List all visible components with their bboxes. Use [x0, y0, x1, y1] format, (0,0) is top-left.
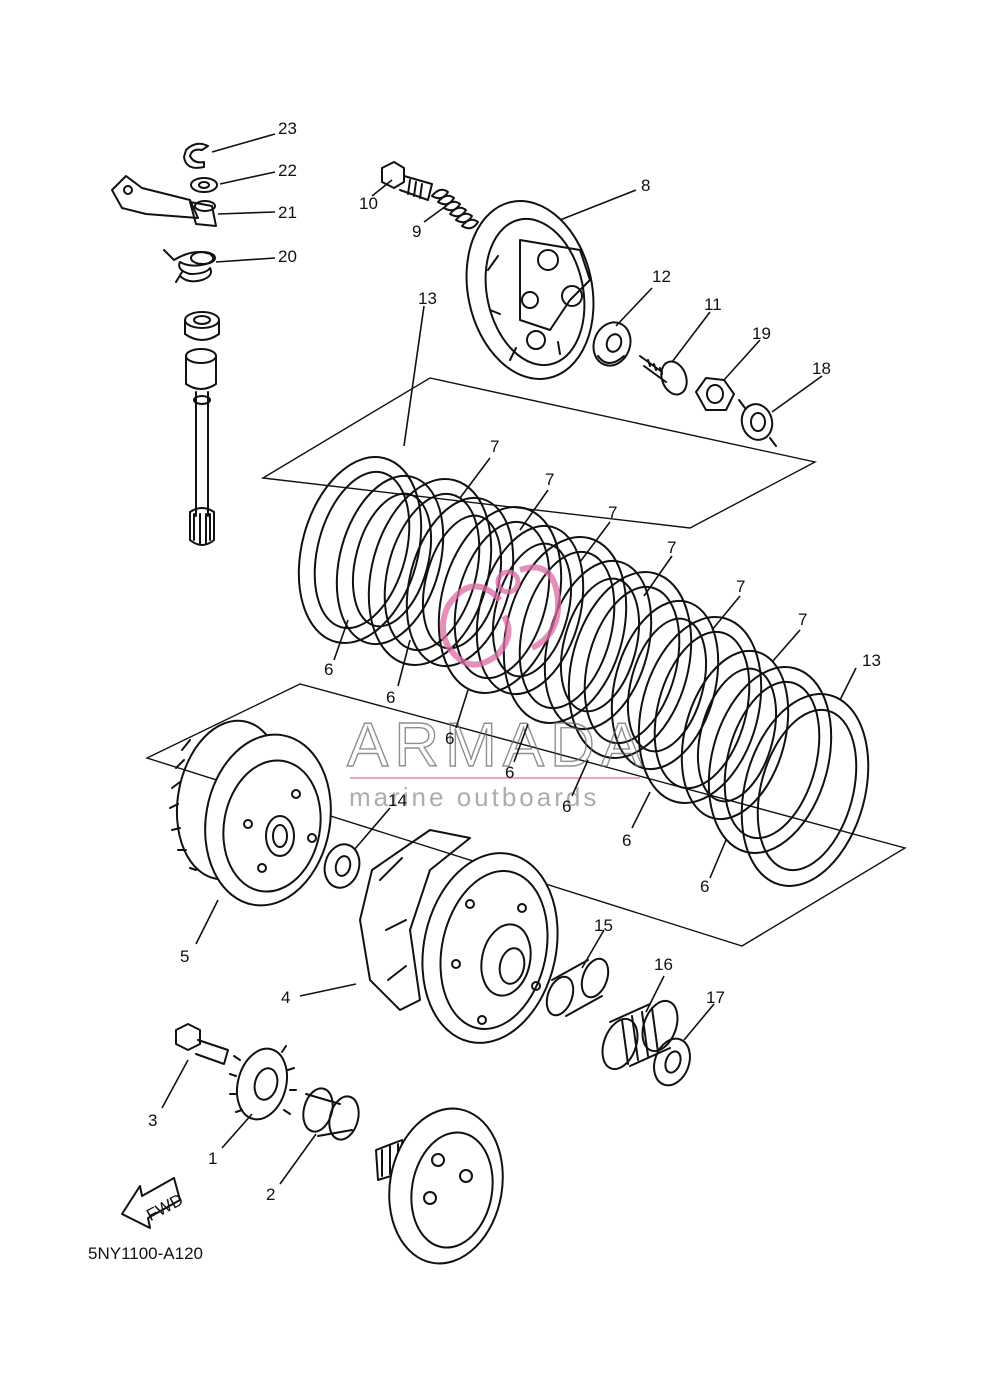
callout-16: 16	[654, 955, 673, 974]
friction-plate-7-e	[637, 616, 763, 804]
part-15-spacer	[545, 957, 610, 1017]
callouts: 23 22 21 20 10 9 8 12 11 19 18 13 13 7 7…	[148, 119, 881, 1204]
callout-22: 22	[278, 161, 297, 180]
diagram-code: 5NY1100-A120	[88, 1244, 203, 1263]
callout-13-top: 13	[418, 289, 437, 308]
part-2-collar	[302, 1087, 360, 1141]
part-17-thrust-washer	[653, 1037, 691, 1087]
part-19-nut	[695, 377, 735, 411]
steel-plate-6-b	[405, 496, 515, 668]
callout-1: 1	[208, 1149, 217, 1168]
callout-6-d: 6	[505, 763, 514, 782]
part-12-bearing	[592, 321, 632, 367]
callout-7-c: 7	[608, 503, 617, 522]
callout-6-a: 6	[324, 660, 333, 679]
callout-2: 2	[266, 1185, 275, 1204]
forward-direction-arrow: FWD	[121, 1177, 186, 1229]
plate-stack	[297, 456, 870, 887]
callout-20: 20	[278, 247, 297, 266]
part-21-release-lever	[111, 175, 217, 227]
shaft-assembly	[184, 311, 220, 546]
part-3-bolt	[175, 1023, 229, 1065]
callout-5: 5	[180, 947, 189, 966]
callout-23: 23	[278, 119, 297, 138]
callout-7-e: 7	[736, 577, 745, 596]
callout-6-g: 6	[700, 877, 709, 896]
callout-8: 8	[641, 176, 650, 195]
leader-lines	[161, 133, 857, 1185]
callout-21: 21	[278, 203, 297, 222]
clutch-hub	[375, 1107, 504, 1265]
part-1-gear	[229, 1045, 297, 1121]
steel-plate-6-f	[680, 649, 790, 821]
watermark-tagline: marine outboards	[349, 782, 599, 812]
callout-13-bottom: 13	[862, 651, 881, 670]
part-22-washer	[190, 177, 218, 193]
callout-11: 11	[704, 295, 722, 314]
callout-9: 9	[412, 222, 421, 241]
friction-plate-7-a	[367, 478, 493, 666]
fwd-label: FWD	[143, 1190, 186, 1225]
armada-logo-icon	[439, 564, 562, 668]
friction-plate-7-f	[707, 666, 833, 854]
callout-7-b: 7	[545, 470, 554, 489]
part-5-primary-driven-gear	[169, 719, 332, 907]
armada-watermark: ARMADA marine outboards	[346, 564, 648, 812]
callout-6-e: 6	[562, 797, 571, 816]
callout-10: 10	[359, 194, 378, 213]
part-20-spring	[163, 249, 216, 283]
upper-guide-frame	[260, 377, 818, 529]
callout-6-b: 6	[386, 688, 395, 707]
callout-7-a: 7	[490, 437, 499, 456]
callout-6-c: 6	[445, 729, 454, 748]
part-8-pressure-plate	[465, 200, 595, 380]
friction-plate-13-top	[297, 456, 423, 644]
part-18-lock-washer	[738, 399, 777, 447]
callout-12: 12	[652, 267, 671, 286]
callout-7-d: 7	[667, 538, 676, 557]
watermark-brand: ARMADA	[347, 711, 648, 780]
part-4-clutch-housing	[359, 829, 559, 1044]
part-10-bolt	[381, 161, 433, 201]
part-9-spring	[431, 188, 479, 230]
callout-14: 14	[388, 791, 407, 810]
friction-plate-7-d	[567, 571, 693, 759]
callout-7-f: 7	[798, 610, 807, 629]
callout-18: 18	[812, 359, 831, 378]
callout-19: 19	[752, 324, 771, 343]
part-23-circlip	[183, 142, 209, 169]
part-16-needle-bearing	[601, 999, 679, 1071]
callout-15: 15	[594, 916, 613, 935]
callout-4: 4	[281, 988, 290, 1007]
callout-3: 3	[148, 1111, 157, 1130]
part-14-thrust-washer	[323, 843, 361, 889]
callout-6-f: 6	[622, 831, 631, 850]
part-11-push-rod	[639, 355, 688, 396]
friction-plate-13-bottom	[740, 693, 870, 887]
callout-17: 17	[706, 988, 725, 1007]
